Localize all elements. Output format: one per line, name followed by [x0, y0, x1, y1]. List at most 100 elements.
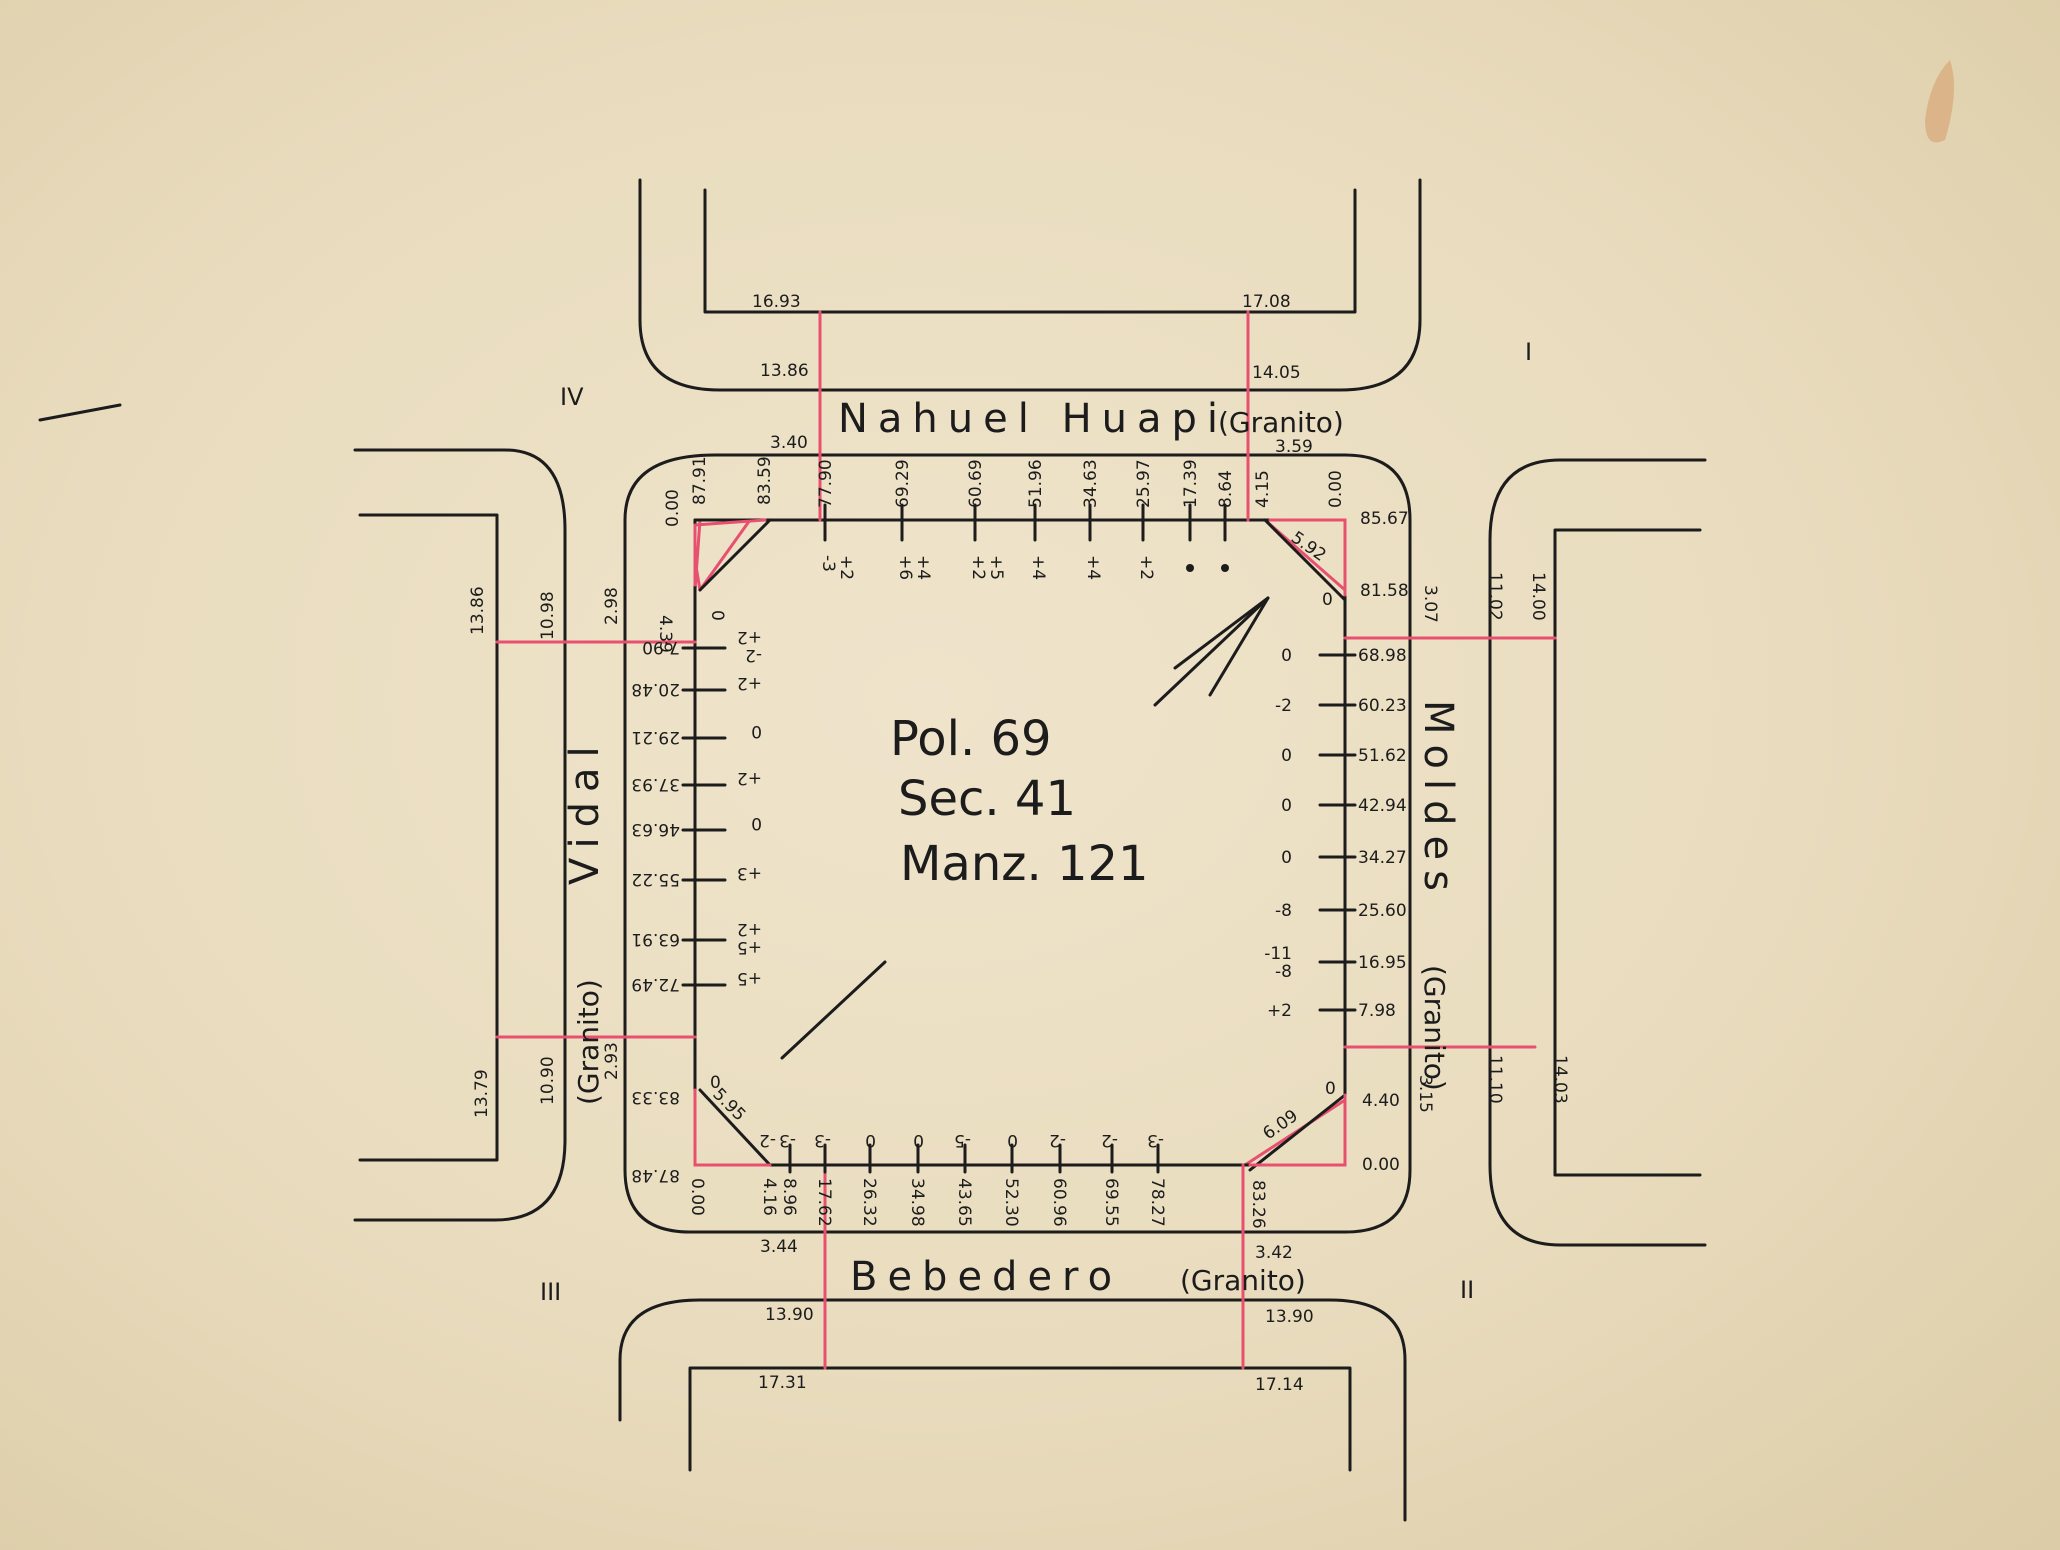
north-street-inner-edge: [638, 178, 1422, 392]
east-station-label: 25.60: [1358, 901, 1407, 921]
west-level-label: +3: [737, 863, 762, 883]
width-n-inner-left: 13.86: [760, 361, 809, 381]
north-station-label: 69.29: [893, 459, 913, 508]
south-station-label: 8.96: [779, 1178, 799, 1216]
se-corner-8326: 83.26: [1248, 1180, 1268, 1229]
north-level-label: +4: [1028, 555, 1048, 580]
corner-label-II: II: [1460, 1276, 1474, 1304]
east-street-inner-edge: [1488, 458, 1707, 1247]
width-e-inner-top: 11.02: [1485, 572, 1505, 621]
south-station-label: 60.96: [1049, 1178, 1069, 1227]
east-station-label: 7.98: [1358, 1001, 1396, 1021]
west-level-label: +2: [737, 673, 762, 693]
width-w-outer-top: 13.86: [468, 586, 488, 635]
west-station-label: 20.48: [631, 679, 680, 699]
south-station-label: 17.62: [814, 1178, 834, 1227]
width-e-curb-bot: 3.15: [1415, 1075, 1435, 1113]
north-station-label: 77.90: [816, 459, 836, 508]
west-station-label: 7.90: [642, 637, 680, 657]
north-level-label: -3: [818, 555, 838, 572]
se-corner-000: 0.00: [1362, 1155, 1400, 1175]
red-corner-sw: [693, 1088, 772, 1167]
north-station-label: 8.64: [1216, 470, 1236, 508]
north-station-label: 51.96: [1026, 459, 1046, 508]
sw-corner-8748: 87.48: [631, 1165, 680, 1185]
south-street-outer-block: [688, 1366, 1352, 1472]
west-station-label: 55.22: [631, 869, 680, 889]
east-station-label: 68.98: [1358, 646, 1407, 666]
south-level-label: -3: [779, 1130, 796, 1150]
red-corner-se: [1248, 1093, 1347, 1167]
west-level-label: -2: [745, 645, 762, 665]
street-type-south: (Granito): [1180, 1264, 1306, 1297]
north-level-dot: [1221, 564, 1229, 572]
ne-corner-zero: 0: [1322, 590, 1333, 610]
west-level-label: 0: [751, 813, 762, 833]
street-name-east: Moldes: [1415, 700, 1461, 901]
east-level-label: -8: [1275, 901, 1292, 921]
street-type-north: (Granito): [1218, 406, 1344, 439]
se-corner-609: 6.09: [1259, 1106, 1301, 1144]
north-station-label: 34.63: [1081, 459, 1101, 508]
se-corner-zero: 0: [1325, 1079, 1336, 1099]
chamfer-ne: [1263, 518, 1347, 602]
east-level-label: 0: [1281, 848, 1292, 868]
west-level-label: +5: [737, 937, 762, 957]
width-w-inner-bot: 10.90: [538, 1056, 558, 1105]
width-w-inner-top: 10.98: [538, 591, 558, 640]
block-line-manz: Manz. 121: [900, 836, 1149, 892]
width-e-outer-top: 14.00: [1528, 572, 1548, 621]
corner-label-III: III: [540, 1278, 561, 1306]
east-level-label: -8: [1275, 962, 1292, 982]
west-station-label: 72.49: [631, 974, 680, 994]
south-level-label: -5: [954, 1130, 971, 1150]
south-level-label: 0: [865, 1130, 876, 1150]
north-level-label: +4: [913, 555, 933, 580]
sw-corner-8333: 83.33: [631, 1087, 680, 1107]
north-level-label: +2: [836, 555, 856, 580]
south-level-label: 0: [1007, 1130, 1018, 1150]
corner-label-IV: IV: [560, 383, 584, 411]
north-street-outer-block: [703, 188, 1357, 314]
width-w-outer-bot: 13.79: [472, 1069, 492, 1118]
south-level-label: 0: [913, 1130, 924, 1150]
south-station-label: 34.98: [907, 1178, 927, 1227]
west-station-label: 46.63: [631, 819, 680, 839]
width-n-outer-right: 17.08: [1242, 292, 1291, 312]
width-s-outer-left: 17.31: [758, 1373, 807, 1393]
ne-corner-592: 5.92: [1287, 528, 1329, 566]
width-n-inner-right: 14.05: [1252, 363, 1301, 383]
ne-corner-8567: 85.67: [1360, 509, 1409, 529]
west-level-label: 0: [751, 721, 762, 741]
se-corner-440: 4.40: [1362, 1091, 1400, 1111]
east-station-label: 51.62: [1358, 746, 1407, 766]
block-line-sec: Sec. 41: [898, 771, 1076, 827]
width-s-curb-left: 3.44: [760, 1237, 798, 1257]
west-side-ticks: 7.9020.4829.2137.9346.6355.2263.9172.49+…: [631, 627, 762, 994]
south-station-label: 26.32: [859, 1178, 879, 1227]
chamfer-sw: [698, 1088, 772, 1167]
paper-stain: [1925, 60, 1954, 143]
north-level-dot: [1186, 564, 1194, 572]
corner-label-I: I: [1525, 338, 1532, 366]
south-level-label: -2: [1049, 1130, 1066, 1150]
east-level-label: +2: [1267, 1001, 1292, 1021]
west-street-outer-block: [358, 513, 499, 1162]
north-station-label: 60.69: [966, 459, 986, 508]
east-level-label: -2: [1275, 696, 1292, 716]
east-station-label: 42.94: [1358, 796, 1407, 816]
sidewalk-curb: [623, 453, 1412, 1234]
west-level-label: +2: [737, 627, 762, 647]
east-street-outer-block: [1553, 528, 1702, 1177]
sw-corner-000: 0.00: [687, 1178, 707, 1216]
east-level-label: -11: [1264, 944, 1292, 964]
nw-corner-zero: 0: [707, 610, 727, 621]
chamfer-nw: [698, 518, 772, 592]
chamfer-se: [1248, 1093, 1347, 1172]
south-station-label: 52.30: [1001, 1178, 1021, 1227]
width-s-inner-left: 13.90: [765, 1305, 814, 1325]
north-level-label: +2: [1136, 555, 1156, 580]
south-level-label: -3: [1147, 1130, 1164, 1150]
south-level-label: -2: [759, 1130, 776, 1150]
